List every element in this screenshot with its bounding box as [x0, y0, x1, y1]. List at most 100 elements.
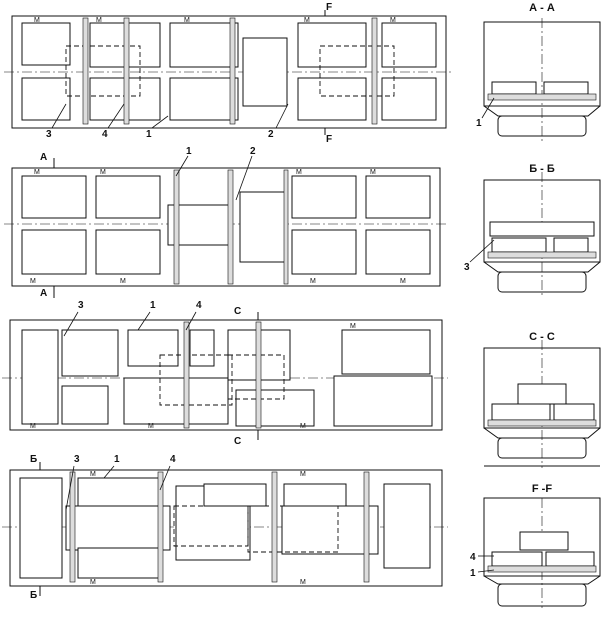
callout-label: 3 — [78, 300, 84, 311]
fitting-marker: M — [296, 169, 302, 176]
callout-label: 4 — [170, 454, 176, 465]
fitting-marker: M — [300, 579, 306, 586]
cargo-box — [95, 229, 161, 275]
cargo-box — [123, 377, 229, 425]
leader-line — [477, 569, 495, 573]
leader-line — [151, 115, 169, 129]
lashing-strap — [69, 471, 76, 583]
wagon-bogie — [497, 271, 587, 293]
section-box — [545, 551, 595, 567]
section-floor — [487, 565, 597, 573]
callout-label: 1 — [476, 118, 482, 129]
section-box — [491, 237, 547, 253]
cargo-box — [95, 175, 161, 219]
callout-label: 2 — [268, 129, 274, 140]
cargo-box — [21, 77, 71, 121]
cargo-box — [365, 229, 431, 275]
section-outline — [483, 347, 601, 429]
cargo-box — [341, 329, 431, 375]
cargo-box — [291, 175, 357, 219]
cargo-box — [21, 22, 71, 66]
cargo-box — [61, 329, 119, 377]
callout-label: 4 — [196, 300, 202, 311]
leader-line — [107, 103, 125, 129]
fitting-marker: M — [34, 17, 40, 24]
leader-line — [185, 311, 197, 331]
cargo-box — [365, 175, 431, 219]
cargo-box — [189, 329, 215, 367]
plan-view-2 — [4, 158, 446, 298]
section-mark: F — [326, 2, 332, 13]
wagon-bogie — [497, 115, 587, 137]
callout-label: 4 — [470, 552, 476, 563]
section-floor — [487, 251, 597, 259]
leader-line — [235, 155, 253, 201]
leader-line — [65, 465, 75, 511]
cargo-box — [19, 477, 63, 579]
cargo-box — [281, 505, 379, 555]
fitting-marker: M — [390, 17, 396, 24]
wagon-bogie — [497, 583, 587, 607]
cargo-box — [127, 329, 179, 367]
cargo-box — [203, 483, 267, 507]
section-box — [517, 383, 567, 405]
section-mark: F — [326, 134, 332, 145]
wagon-bogie — [497, 437, 587, 459]
fitting-marker: M — [30, 423, 36, 430]
upper-tier-box — [65, 45, 141, 97]
lashing-strap — [271, 471, 278, 583]
fitting-marker: M — [350, 323, 356, 330]
section-aa — [483, 18, 601, 142]
leader-line — [137, 311, 151, 331]
lashing-strap — [123, 17, 130, 125]
section-box — [543, 81, 589, 95]
lashing-strap — [82, 17, 89, 125]
lashing-strap — [283, 169, 289, 285]
leader-line — [51, 103, 67, 129]
fitting-marker: M — [90, 579, 96, 586]
plan-view-1 — [4, 10, 452, 135]
section-floor — [487, 419, 597, 427]
section-box — [519, 531, 569, 551]
fitting-marker: M — [148, 423, 154, 430]
lashing-strap — [255, 321, 262, 429]
lashing-strap — [183, 321, 190, 429]
section-mark: Б — [30, 454, 37, 465]
section-box — [553, 403, 595, 421]
plan-view-3 — [2, 312, 448, 440]
callout-label: 1 — [114, 454, 120, 465]
fitting-marker: M — [96, 17, 102, 24]
lashing-strap — [363, 471, 370, 583]
section-title: Б - Б — [529, 163, 555, 175]
cargo-box — [283, 483, 347, 507]
container-outline — [9, 319, 443, 431]
lashing-strap — [173, 169, 180, 285]
section-box — [491, 403, 551, 421]
leader-line — [469, 239, 495, 263]
cargo-box — [21, 329, 59, 425]
fitting-marker: M — [370, 169, 376, 176]
section-outline — [483, 179, 601, 263]
fitting-marker: M — [304, 17, 310, 24]
cargo-box — [169, 77, 239, 121]
section-title: F -F — [532, 483, 552, 495]
cargo-box — [77, 547, 161, 579]
fitting-marker: M — [184, 17, 190, 24]
lashing-strap — [157, 471, 164, 583]
cargo-box — [235, 389, 315, 427]
section-bb — [483, 172, 601, 296]
cargo-box — [297, 77, 367, 121]
callout-label: 4 — [102, 129, 108, 140]
callout-label: 2 — [250, 146, 256, 157]
upper-tier-box — [159, 354, 233, 406]
leader-line — [175, 155, 189, 177]
callout-label: 1 — [186, 146, 192, 157]
cargo-box — [21, 229, 87, 275]
callout-label: 1 — [470, 568, 476, 579]
fitting-marker: M — [400, 278, 406, 285]
cargo-box — [333, 375, 433, 427]
section-mark: A — [40, 152, 47, 163]
cargo-box — [381, 22, 437, 68]
